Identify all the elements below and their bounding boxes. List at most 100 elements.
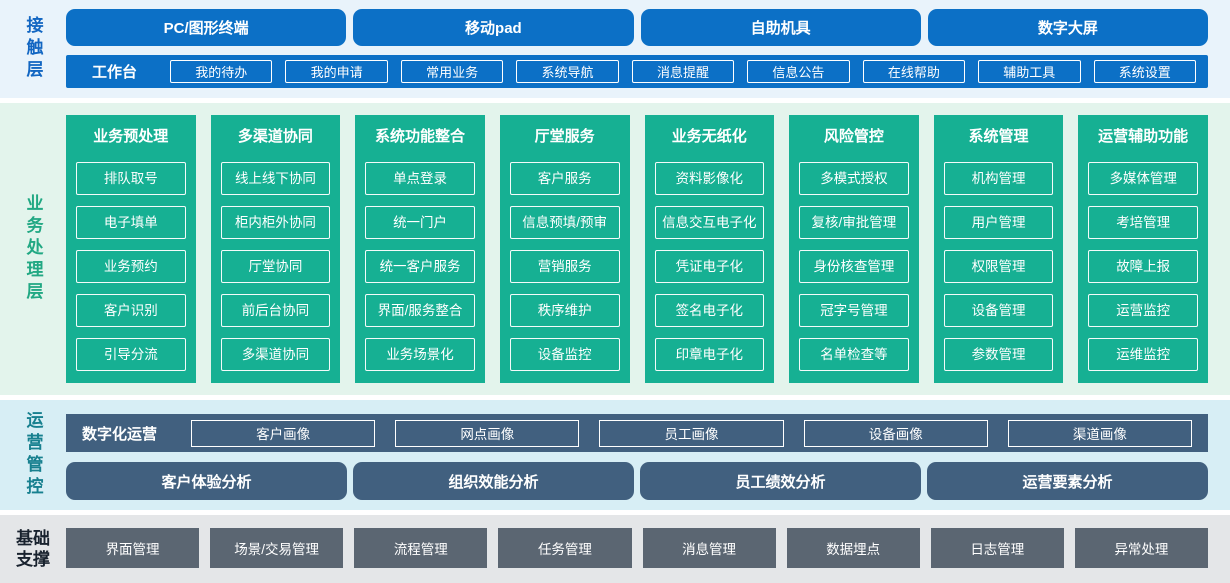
business-item: 统一客户服务: [365, 250, 475, 283]
business-item: 多媒体管理: [1088, 162, 1198, 195]
business-item: 签名电子化: [654, 294, 765, 327]
business-item: 前后台协同: [220, 294, 331, 327]
business-item: 资料影像化: [654, 162, 765, 195]
business-item: 多模式授权: [799, 162, 909, 195]
business-item: 统一门户: [365, 206, 475, 239]
foundation-block: 流程管理: [354, 528, 488, 568]
business-column-title: 厅堂服务: [534, 128, 595, 145]
business-item: 柜内柜外协同: [220, 206, 331, 239]
foundation-block: 界面管理: [66, 528, 200, 568]
operations-layer-band: 运营管控 数字化运营 客户画像网点画像员工画像设备画像渠道画像 客户体验分析组织…: [0, 400, 1230, 510]
business-item: 信息预填/预审: [509, 206, 620, 239]
operations-layer-label-area: 运营管控: [0, 400, 66, 510]
workbench-item: 消息提醒: [631, 60, 735, 83]
foundation-block: 场景/交易管理: [210, 528, 344, 568]
business-item: 业务场景化: [365, 338, 475, 371]
operations-layer-content: 数字化运营 客户画像网点画像员工画像设备画像渠道画像 客户体验分析组织效能分析员…: [66, 400, 1230, 510]
foundation-layer-band: 基础支撑 界面管理场景/交易管理流程管理任务管理消息管理数据埋点日志管理异常处理: [0, 515, 1230, 583]
analysis-block: 组织效能分析: [353, 462, 634, 500]
foundation-block: 数据埋点: [786, 528, 920, 568]
business-item: 单点登录: [365, 162, 475, 195]
operations-layer-label: 运营管控: [23, 411, 43, 499]
business-column-multichannel: 多渠道协同 线上线下协同柜内柜外协同厅堂协同前后台协同多渠道协同: [210, 115, 341, 383]
channel-block: 移动pad: [353, 9, 634, 46]
business-item: 营销服务: [509, 250, 620, 283]
business-item: 设备管理: [943, 294, 1054, 327]
business-column-items: 资料影像化信息交互电子化凭证电子化签名电子化印章电子化: [654, 151, 765, 371]
workbench-item: 系统导航: [516, 60, 619, 83]
workbench-item: 辅助工具: [978, 60, 1081, 83]
foundation-block: 消息管理: [642, 528, 776, 568]
business-item: 机构管理: [943, 162, 1054, 195]
business-column-items: 多模式授权复核/审批管理身份核查管理冠字号管理名单检查等: [799, 151, 909, 371]
contact-layer-label-area: 接触层: [0, 0, 66, 98]
profile-block: 网点画像: [395, 419, 580, 447]
business-layer-content: 业务预处理 排队取号电子填单业务预约客户识别引导分流 多渠道协同 线上线下协同柜…: [66, 103, 1230, 395]
profile-block: 员工画像: [599, 419, 784, 447]
workbench-item: 在线帮助: [862, 60, 966, 83]
band-separator: [0, 510, 1230, 515]
business-item: 引导分流: [76, 338, 186, 371]
foundation-layer-content: 界面管理场景/交易管理流程管理任务管理消息管理数据埋点日志管理异常处理: [66, 515, 1230, 568]
foundation-block: 任务管理: [498, 528, 632, 568]
workbench-item: 我的申请: [285, 60, 388, 83]
channel-block: PC/图形终端: [66, 9, 347, 46]
business-item: 故障上报: [1088, 250, 1198, 283]
business-column-paperless: 业务无纸化 资料影像化信息交互电子化凭证电子化签名电子化印章电子化: [644, 115, 775, 383]
business-layer-label: 业务处理层: [23, 194, 43, 304]
business-item: 客户识别: [76, 294, 186, 327]
business-item: 业务预约: [76, 250, 186, 283]
workbench-item: 系统设置: [1093, 60, 1196, 83]
channel-block: 自助机具: [640, 9, 921, 46]
business-layer-band: 业务处理层 业务预处理 排队取号电子填单业务预约客户识别引导分流 多渠道协同 线…: [0, 103, 1230, 395]
workbench-item: 常用业务: [400, 60, 504, 83]
profile-block: 设备画像: [803, 419, 988, 447]
foundation-layer-label-area: 基础支撑: [0, 515, 66, 583]
business-item: 参数管理: [943, 338, 1054, 371]
business-column-ops-aux: 运营辅助功能 多媒体管理考培管理故障上报运营监控运维监控: [1078, 115, 1208, 383]
foundation-block: 日志管理: [930, 528, 1064, 568]
workbench-bar: 工作台 我的待办我的申请常用业务系统导航消息提醒信息公告在线帮助辅助工具系统设置: [66, 55, 1208, 88]
business-item: 客户服务: [509, 162, 620, 195]
business-column-title: 业务预处理: [93, 128, 169, 145]
business-item: 复核/审批管理: [799, 206, 909, 239]
contact-layer-label: 接触层: [23, 16, 43, 82]
business-column-preprocess: 业务预处理 排队取号电子填单业务预约客户识别引导分流: [66, 115, 196, 383]
business-column-items: 排队取号电子填单业务预约客户识别引导分流: [76, 151, 186, 371]
band-separator: [0, 395, 1230, 400]
business-item: 秩序维护: [509, 294, 620, 327]
business-column-system-mgmt: 系统管理 机构管理用户管理权限管理设备管理参数管理: [933, 115, 1064, 383]
business-item: 电子填单: [76, 206, 186, 239]
digital-operations-items: 客户画像网点画像员工画像设备画像渠道画像: [191, 419, 1193, 447]
business-column-title: 风险管控: [823, 128, 884, 145]
business-item: 印章电子化: [654, 338, 765, 371]
business-column-title: 多渠道协同: [237, 128, 313, 145]
profile-block: 客户画像: [191, 419, 376, 447]
workbench-label: 工作台: [92, 64, 138, 81]
digital-operations-label: 数字化运营: [82, 425, 158, 443]
analysis-block: 运营要素分析: [927, 462, 1208, 500]
business-item: 界面/服务整合: [365, 294, 475, 327]
workbench-item: 信息公告: [747, 60, 850, 83]
business-column-title: 系统管理: [968, 128, 1029, 145]
business-item: 线上线下协同: [220, 162, 331, 195]
business-column-items: 多媒体管理考培管理故障上报运营监控运维监控: [1088, 151, 1198, 371]
digital-operations-bar: 数字化运营 客户画像网点画像员工画像设备画像渠道画像: [66, 414, 1208, 452]
business-item: 用户管理: [943, 206, 1054, 239]
business-item: 权限管理: [943, 250, 1054, 283]
business-item: 凭证电子化: [654, 250, 765, 283]
business-column-items: 单点登录统一门户统一客户服务界面/服务整合业务场景化: [365, 151, 475, 371]
business-item: 身份核查管理: [799, 250, 909, 283]
analysis-block: 员工绩效分析: [640, 462, 921, 500]
analysis-row: 客户体验分析组织效能分析员工绩效分析运营要素分析: [66, 462, 1208, 500]
business-column-items: 客户服务信息预填/预审营销服务秩序维护设备监控: [509, 151, 620, 371]
foundation-block: 异常处理: [1074, 528, 1208, 568]
business-item: 名单检查等: [799, 338, 909, 371]
channel-block: 数字大屏: [927, 9, 1208, 46]
business-item: 多渠道协同: [220, 338, 331, 371]
business-item: 排队取号: [76, 162, 186, 195]
business-column-title: 系统功能整合: [375, 128, 466, 145]
